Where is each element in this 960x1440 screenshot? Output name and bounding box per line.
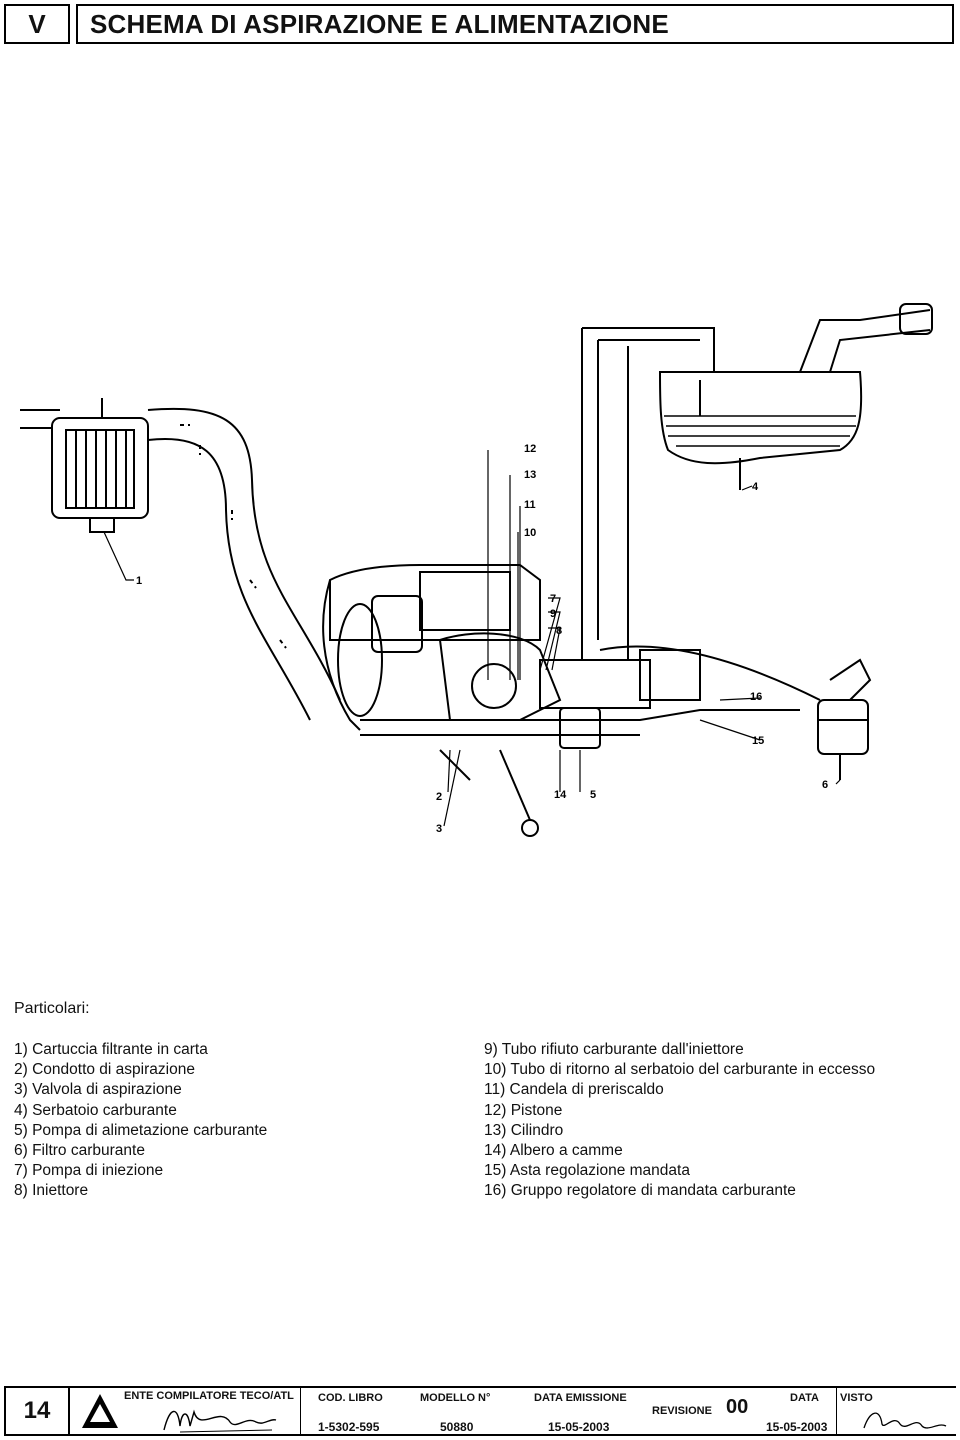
part-item: 3) Valvola di aspirazione <box>14 1081 182 1099</box>
parts-heading: Particolari: <box>14 1000 90 1017</box>
callout-13: 13 <box>524 469 536 481</box>
footer-divider <box>836 1386 837 1436</box>
footer-title-block <box>4 1386 956 1436</box>
revisione-value: 00 <box>726 1396 749 1418</box>
callout-9: 9 <box>550 608 556 620</box>
ente-label: ENTE COMPILATORE TECO/ATL <box>124 1390 294 1402</box>
cod-libro-value: 1-5302-595 <box>318 1420 380 1434</box>
approval-signature <box>863 1412 947 1429</box>
callout-4: 4 <box>752 481 759 493</box>
air-filter-drawing <box>20 398 149 533</box>
engine-block-drawing <box>322 564 800 837</box>
parts-list-left: 1) Cartuccia filtrante in carta 2) Condo… <box>14 1040 267 1202</box>
part-item: 2) Condotto di aspirazione <box>14 1061 195 1079</box>
intake-fuel-system-diagram: 12 13 11 10 7 9 8 1 4 16 15 6 2 14 5 3 <box>20 303 933 837</box>
callout-12: 12 <box>524 443 536 455</box>
part-item: 7) Pompa di iniezione <box>14 1162 164 1180</box>
callout-3: 3 <box>436 823 442 835</box>
callout-6: 6 <box>822 779 828 791</box>
callout-1: 1 <box>136 575 142 587</box>
revisione-label: REVISIONE <box>652 1405 712 1417</box>
callout-7: 7 <box>550 593 556 605</box>
fuel-tank-drawing <box>658 303 933 465</box>
fuel-filter-drawing <box>817 658 872 780</box>
part-item: 14) Albero a camme <box>484 1142 623 1160</box>
callout-5: 5 <box>590 789 596 801</box>
data-emissione-value: 15-05-2003 <box>548 1420 610 1434</box>
modello-label: MODELLO N° <box>420 1392 491 1404</box>
data-label: DATA <box>790 1392 819 1404</box>
part-item: 1) Cartuccia filtrante in carta <box>14 1041 208 1058</box>
visto-label: VISTO <box>840 1392 873 1404</box>
callout-10: 10 <box>524 527 536 539</box>
part-item: 12) Pistone <box>484 1101 563 1119</box>
callout-11: 11 <box>524 499 536 511</box>
company-logo <box>82 1394 118 1428</box>
callout-2: 2 <box>436 791 442 803</box>
part-item: 8) Iniettore <box>14 1182 89 1200</box>
footer-divider <box>300 1386 301 1436</box>
page-number: 14 <box>4 1386 70 1436</box>
cod-libro-label: COD. LIBRO <box>318 1392 383 1404</box>
part-item: 5) Pompa di alimetazione carburante <box>14 1121 268 1139</box>
part-item: 4) Serbatoio carburante <box>14 1101 177 1119</box>
callout-16: 16 <box>750 691 762 703</box>
data-value: 15-05-2003 <box>766 1420 828 1434</box>
callout-15: 15 <box>752 735 764 747</box>
parts-list-right: 9) Tubo rifiuto carburante dall'iniettor… <box>484 1040 875 1202</box>
callout-14: 14 <box>554 789 567 801</box>
part-item: 13) Cilindro <box>484 1121 564 1139</box>
intake-duct-drawing <box>147 407 341 721</box>
modello-value: 50880 <box>440 1420 474 1434</box>
part-item: 11) Candela di preriscaldo <box>484 1081 664 1099</box>
part-item: 15) Asta regolazione mandata <box>484 1162 690 1180</box>
part-item: 6) Filtro carburante <box>14 1142 145 1160</box>
part-item: 9) Tubo rifiuto carburante dall'iniettor… <box>484 1041 744 1058</box>
compiler-signature <box>163 1409 277 1433</box>
part-item: 10) Tubo di ritorno al serbatoio del car… <box>484 1061 876 1079</box>
callout-8: 8 <box>556 625 562 637</box>
data-emissione-label: DATA EMISSIONE <box>534 1392 627 1404</box>
section-letter: V <box>4 4 70 44</box>
page-title: SCHEMA DI ASPIRAZIONE E ALIMENTAZIONE <box>76 4 954 44</box>
part-item: 16) Gruppo regolatore di mandata carbura… <box>484 1182 796 1200</box>
fuel-lines-drawing <box>581 327 821 701</box>
